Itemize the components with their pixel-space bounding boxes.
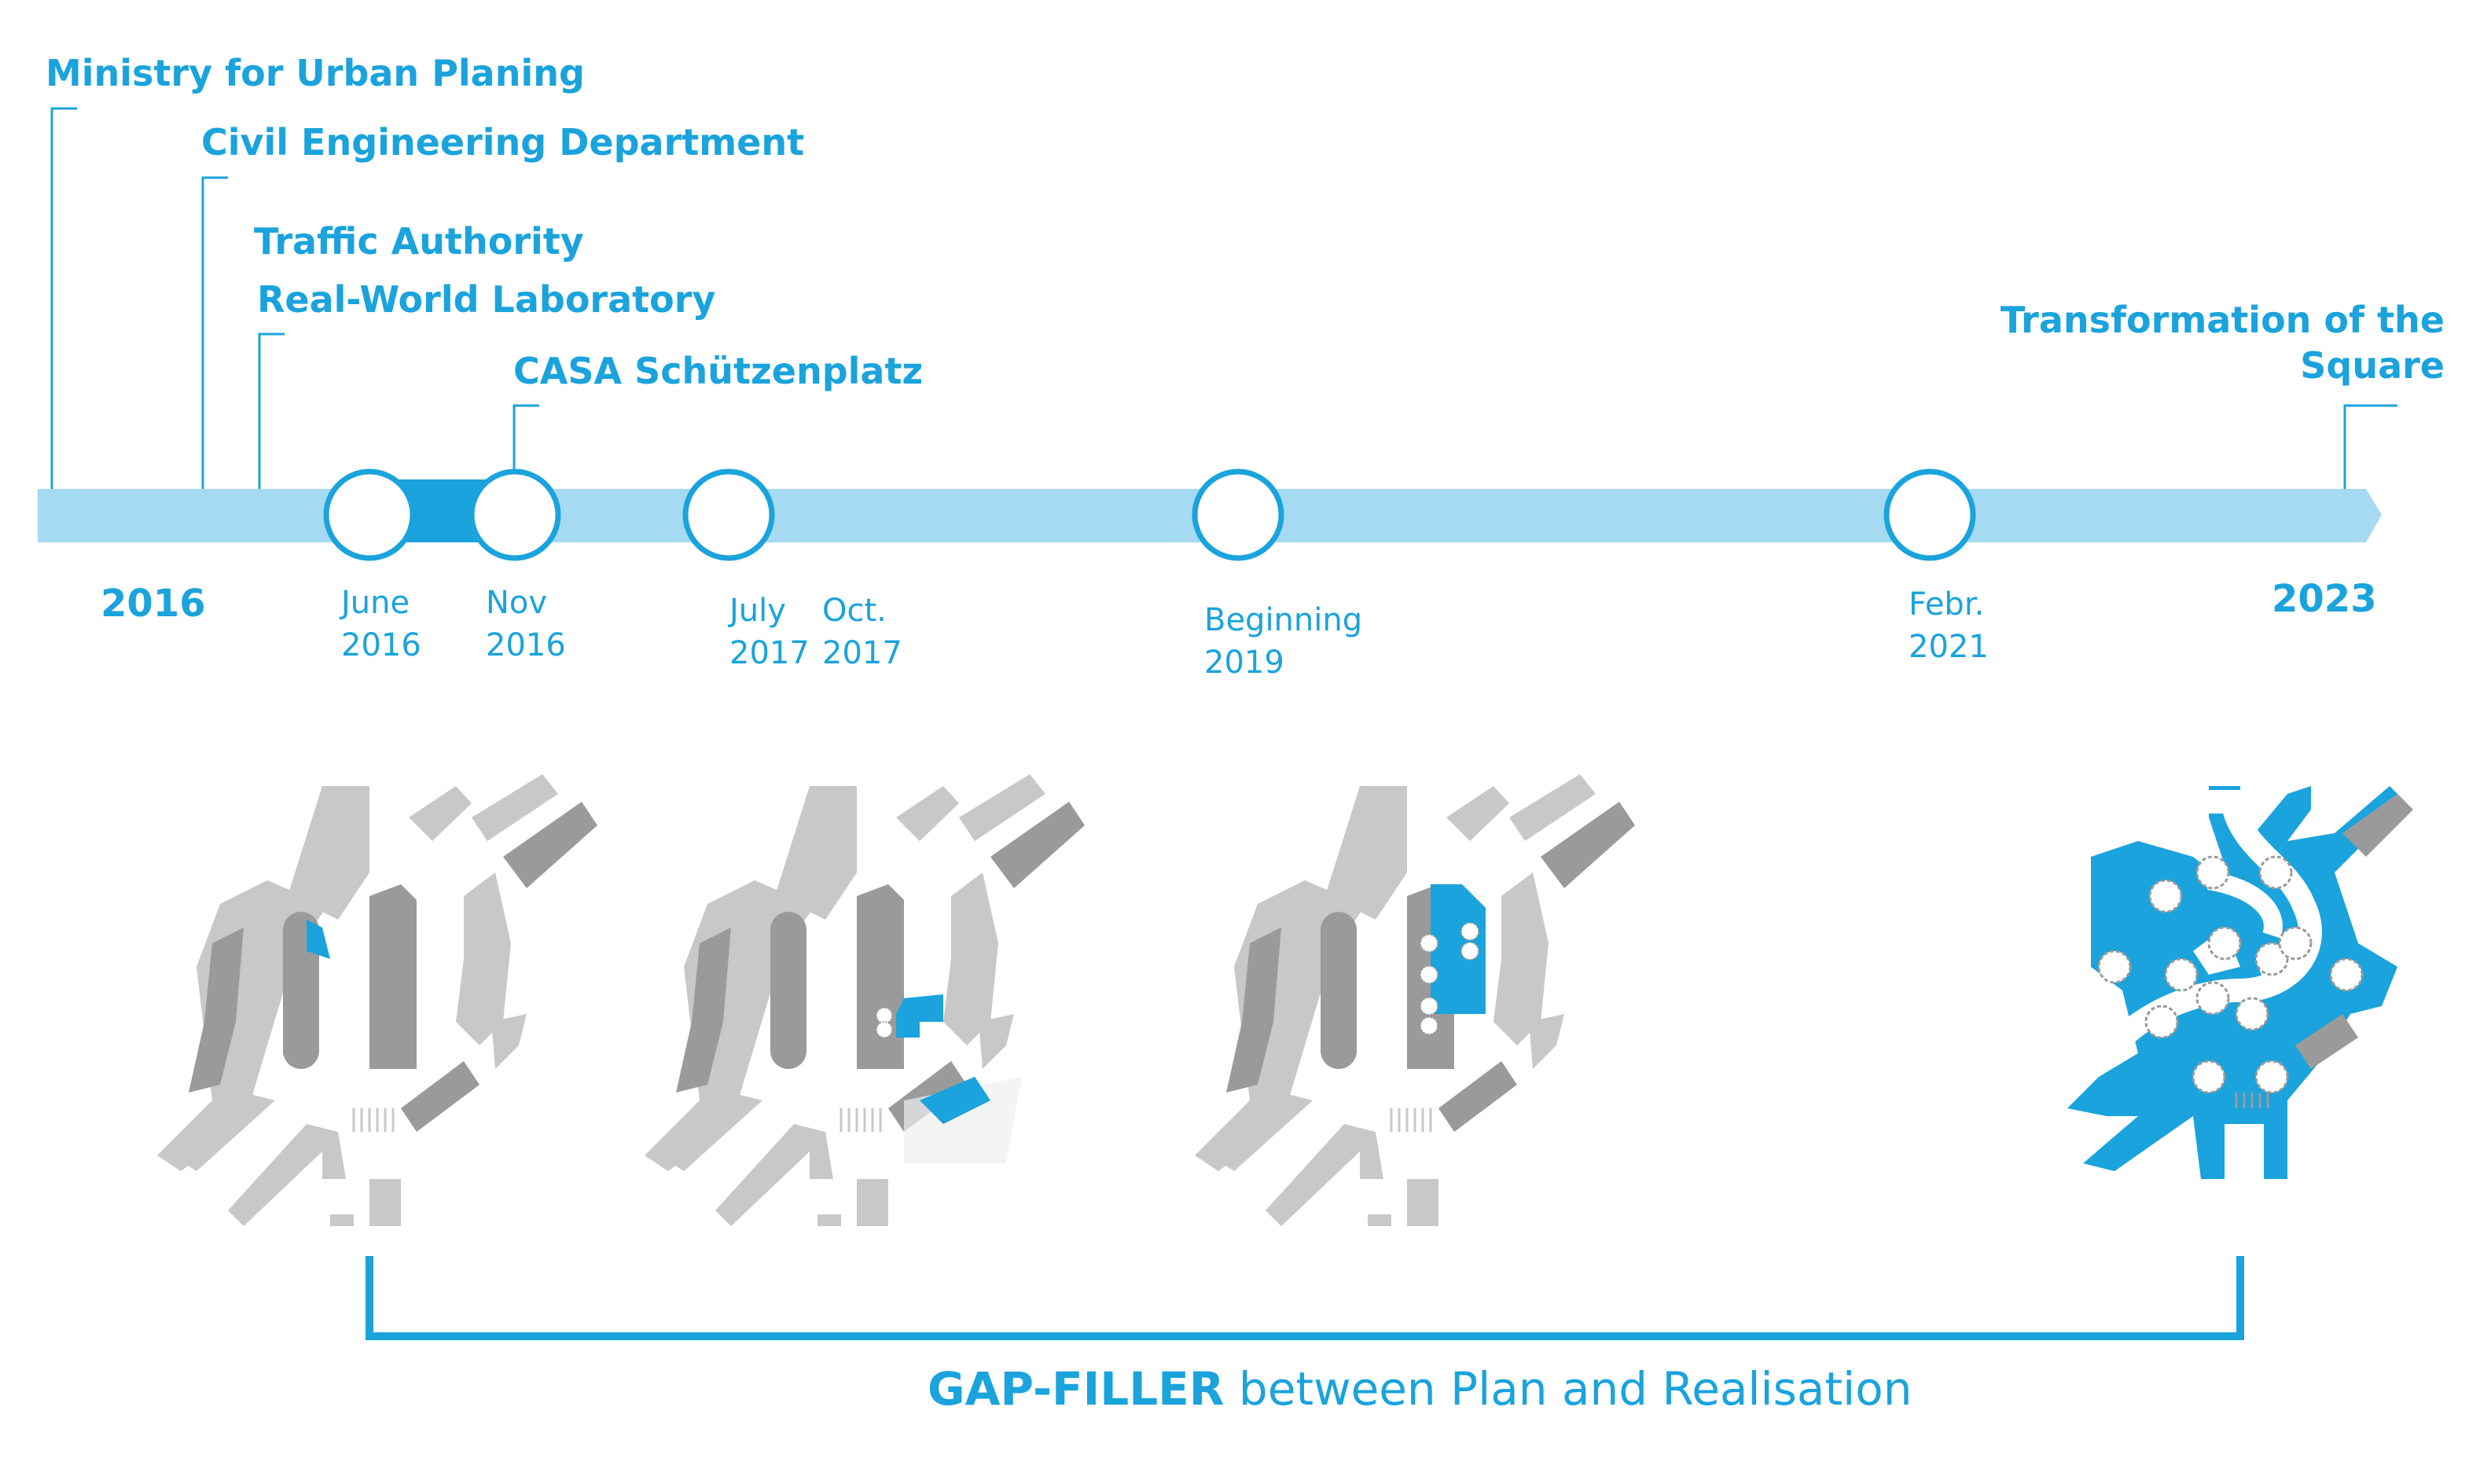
- label-civil-engineering: Civil Engineering Department: [201, 121, 805, 163]
- label-traffic-authority: Traffic Authority: [254, 220, 584, 263]
- tree-icon: [2195, 981, 2230, 1016]
- tree-icon: [2207, 926, 2242, 961]
- label-ministry: Ministry for Urban Planing: [46, 52, 585, 94]
- tree-icon: [2097, 950, 2132, 984]
- tree-icon: [2235, 997, 2269, 1031]
- milestone-jun16: [323, 468, 416, 561]
- label-transformation: Transformation of the Square: [2000, 299, 2445, 387]
- tree-icon: [2148, 879, 2183, 913]
- year-start: 2016: [101, 582, 206, 626]
- date-jun16: June 2016: [341, 585, 421, 663]
- map-plan-2: [643, 773, 1086, 1228]
- tree-icon: [876, 1021, 893, 1038]
- caption-bold: GAP-FILLER: [928, 1362, 1225, 1416]
- map-plan-1: [156, 773, 599, 1228]
- milestones: [323, 468, 1976, 561]
- tree-icon: [1420, 934, 1438, 953]
- tree-icon: [2164, 957, 2199, 992]
- milestone-2019: [1192, 468, 1284, 561]
- tree-icon: [2278, 926, 2313, 961]
- map-plan-3: [1193, 773, 1637, 1228]
- date-feb21: Febr. 2021: [1909, 586, 1989, 665]
- milestone-2021: [1883, 468, 1976, 561]
- caption: GAP-FILLER between Plan and Realisation: [928, 1360, 2185, 1418]
- map-plan-final: [2067, 786, 2413, 1179]
- tree-icon: [1460, 922, 1479, 941]
- label-real-world-laboratory: Real-World Laboratory: [257, 278, 716, 321]
- tree-icon: [1420, 997, 1438, 1016]
- date-oct17: Oct. 2017: [822, 593, 902, 671]
- date-nov16: Nov 2016: [486, 585, 566, 663]
- tree-icon: [1420, 1016, 1438, 1035]
- year-end: 2023: [2272, 577, 2377, 621]
- tree-icon: [2192, 1060, 2226, 1094]
- caption-rest: between Plan and Realisation: [1224, 1362, 1912, 1416]
- tree-icon: [2195, 855, 2230, 890]
- tree-icon: [876, 1007, 893, 1024]
- milestone-nov16: [468, 468, 561, 561]
- tree-icon: [1460, 942, 1479, 961]
- tree-icon: [2258, 855, 2293, 890]
- date-jul17: July 2017: [729, 593, 810, 671]
- tree-icon: [1420, 965, 1438, 984]
- label-casa: CASA Schützenplatz: [513, 350, 924, 392]
- callout-lines: [50, 107, 2397, 515]
- tree-icon: [2329, 957, 2364, 992]
- date-beg19: Beginning 2019: [1204, 602, 1363, 681]
- tree-icon: [2254, 1060, 2289, 1094]
- milestone-2017: [682, 468, 775, 561]
- gap-filler-bracket: [366, 1256, 2244, 1340]
- tree-icon: [2144, 1005, 2179, 1039]
